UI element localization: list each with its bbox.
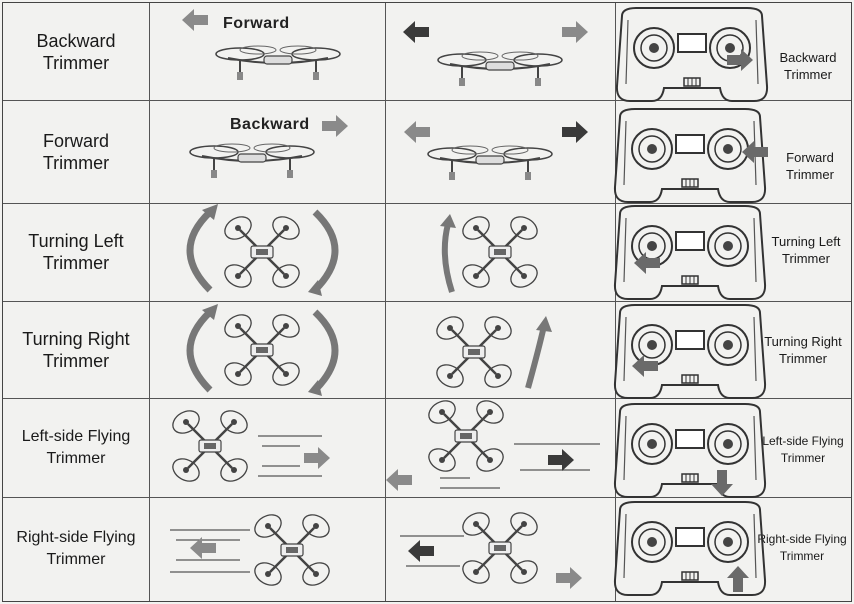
rotate-arc-right-icon xyxy=(315,212,335,290)
motion-lines xyxy=(440,444,600,488)
controller-icon xyxy=(615,404,765,497)
drone-side-icon xyxy=(216,46,340,80)
arrow-left-icon xyxy=(403,21,429,43)
rotate-arc-right-icon xyxy=(315,312,335,390)
rotate-arc-left-icon xyxy=(190,212,210,290)
arrow-right-icon xyxy=(548,449,574,471)
trim-arrow-icon xyxy=(727,566,749,592)
arrow-right-icon xyxy=(556,567,582,589)
drone-top-icon xyxy=(221,310,303,389)
drone-top-icon xyxy=(425,396,507,475)
drone-top-icon xyxy=(433,312,515,391)
arrow-left-icon xyxy=(182,9,208,31)
arrow-left-icon xyxy=(404,121,430,143)
arrow-left-icon xyxy=(386,469,412,491)
arrow-right-icon xyxy=(562,121,588,143)
trim-arrow-icon xyxy=(634,252,660,274)
rotate-arc-left-icon xyxy=(190,312,210,390)
controller-icon xyxy=(615,206,765,299)
turn-arrow-icon xyxy=(445,224,452,292)
drone-top-icon xyxy=(169,406,251,485)
turn-arrow-icon xyxy=(528,326,544,388)
arrow-right-icon xyxy=(562,21,588,43)
drone-side-icon xyxy=(438,52,562,86)
controller-icon xyxy=(615,305,765,398)
arrow-right-icon xyxy=(304,447,330,469)
drone-side-icon xyxy=(190,144,314,178)
drone-top-icon xyxy=(459,508,541,587)
drone-top-icon xyxy=(221,212,303,291)
arrow-right-icon xyxy=(322,115,348,137)
drone-top-icon xyxy=(251,510,333,589)
arrow-left-icon xyxy=(408,540,434,562)
drone-side-icon xyxy=(428,146,552,180)
drone-top-icon xyxy=(459,212,541,291)
controller-icon xyxy=(615,109,765,202)
